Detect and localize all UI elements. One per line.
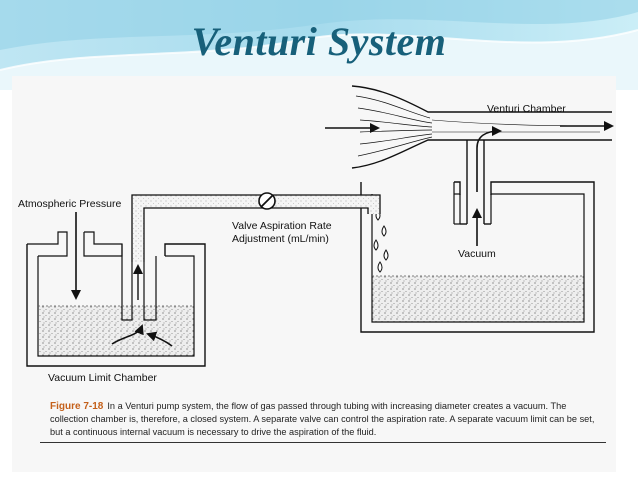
label-atmospheric-pressure: Atmospheric Pressure <box>18 198 122 210</box>
suction-arrow <box>476 126 502 192</box>
label-valve-line1: Valve Aspiration Rate <box>232 220 332 232</box>
venturi-riser <box>460 140 491 225</box>
label-venturi-chamber: Venturi Chamber <box>487 103 566 115</box>
label-valve-line2: Adjustment (mL/min) <box>232 233 329 245</box>
valve-icon <box>258 192 276 210</box>
caption-divider <box>40 442 606 443</box>
vacuum-limit-chamber <box>26 231 206 367</box>
intake-arrow-1 <box>111 324 144 345</box>
fluid-droplets <box>373 209 389 273</box>
intake-arrow-2 <box>146 331 173 347</box>
slide-title: Venturi System <box>191 19 447 64</box>
caption-text: In a Venturi pump system, the flow of ga… <box>50 401 595 437</box>
background-wave <box>0 0 638 90</box>
figure-label: Figure 7-18 <box>50 401 104 412</box>
venturi-nozzle <box>351 85 612 169</box>
label-vacuum-limit-chamber: Vacuum Limit Chamber <box>48 372 157 384</box>
label-vacuum: Vacuum <box>458 248 496 260</box>
figure-panel <box>12 76 616 472</box>
collection-chamber <box>360 181 595 333</box>
connecting-tube <box>131 194 381 262</box>
